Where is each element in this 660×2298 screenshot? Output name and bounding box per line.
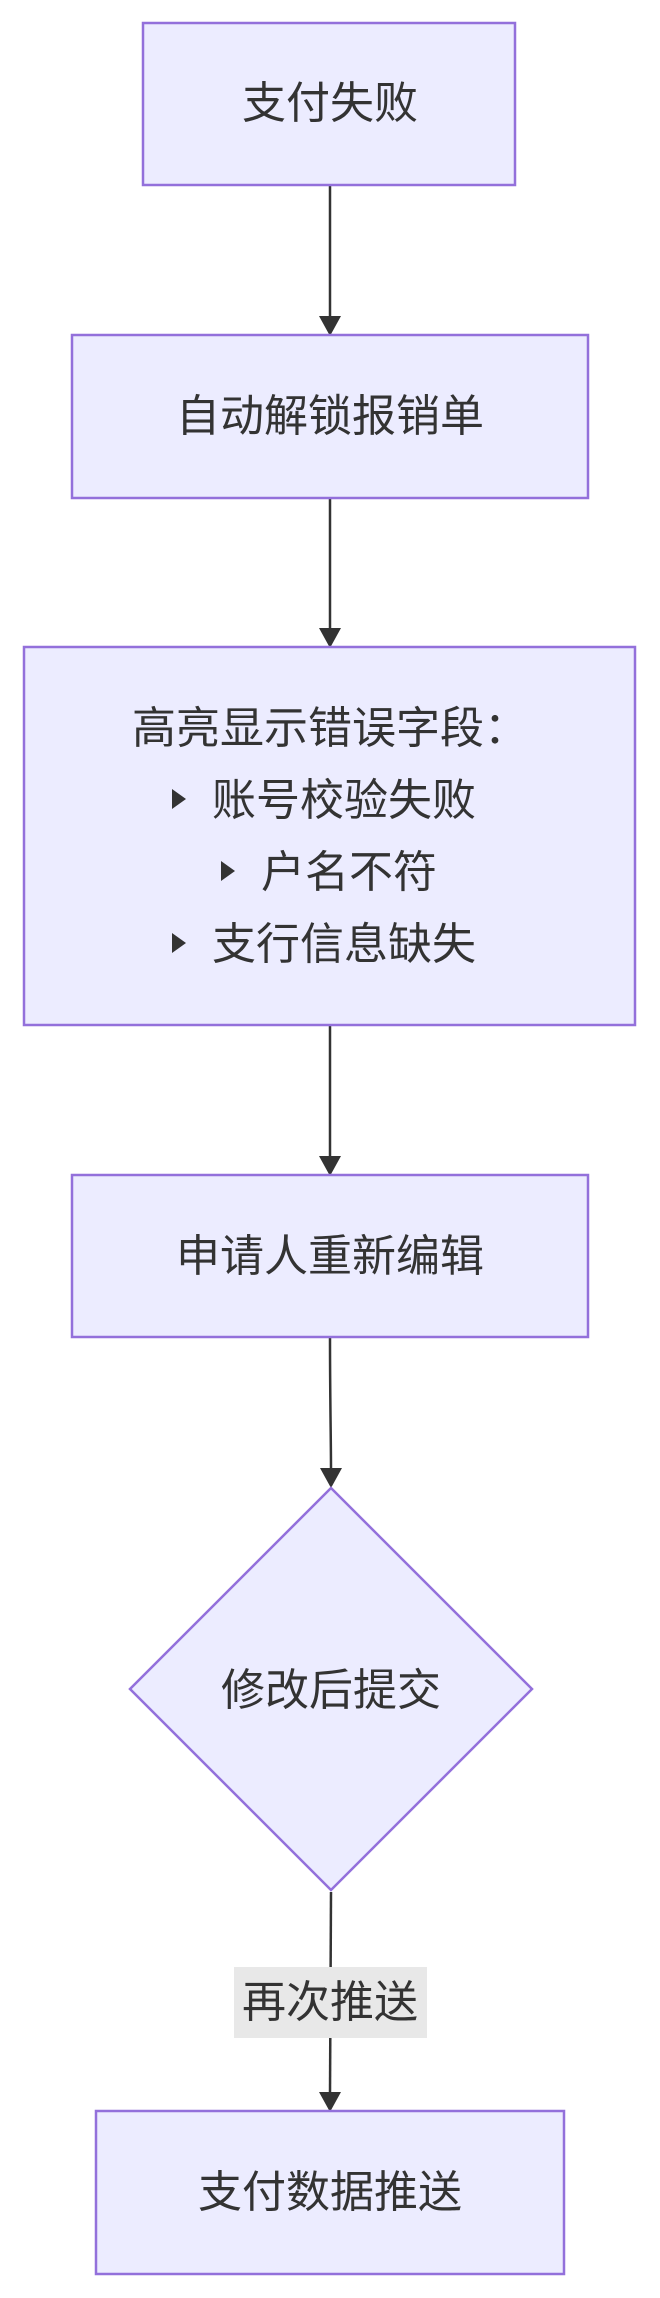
arrow-head-icon <box>319 316 341 336</box>
bullet-icon <box>172 789 186 809</box>
arrow-head-icon <box>320 1468 342 1488</box>
arrow-head-icon <box>319 628 341 648</box>
edge-highlight-to-re-edit <box>319 1026 341 1176</box>
node-push-payment-label: 支付数据推送 <box>198 2167 462 2218</box>
node-payment-failed-label: 支付失败 <box>242 78 418 129</box>
edge-label-text: 再次推送 <box>242 1977 418 2028</box>
edge-re-edit-to-resubmit <box>320 1337 342 1488</box>
node-push-payment: 支付数据推送 <box>94 2109 566 2276</box>
node-highlight-item-account: 账号校验失败 <box>212 775 476 826</box>
node-re-edit: 申请人重新编辑 <box>70 1173 590 1339</box>
node-auto-unlock: 自动解锁报销单 <box>70 333 590 500</box>
node-re-edit-label: 申请人重新编辑 <box>176 1231 484 1282</box>
node-resubmit-label: 修改后提交 <box>221 1665 441 1716</box>
arrow-head-icon <box>319 1156 341 1176</box>
node-highlight-title: 高亮显示错误字段： <box>132 703 528 754</box>
node-highlight-item-name: 户名不符 <box>261 847 437 898</box>
node-payment-failed: 支付失败 <box>141 21 517 187</box>
bullet-icon <box>172 933 186 953</box>
edge-label-resubmit-push: 再次推送 <box>234 1967 427 2038</box>
edge-auto-unlock-to-highlight <box>319 498 341 648</box>
node-highlight-errors: 高亮显示错误字段： 账号校验失败 户名不符 支行信息缺失 <box>22 645 637 1027</box>
node-resubmit-decision: 修改后提交 <box>128 1486 534 1892</box>
bullet-icon <box>221 861 235 881</box>
node-highlight-item-branch: 支行信息缺失 <box>212 919 476 970</box>
node-auto-unlock-label: 自动解锁报销单 <box>176 391 484 442</box>
arrow-head-icon <box>319 2092 341 2112</box>
edge-payment-failed-to-auto-unlock <box>319 186 341 336</box>
